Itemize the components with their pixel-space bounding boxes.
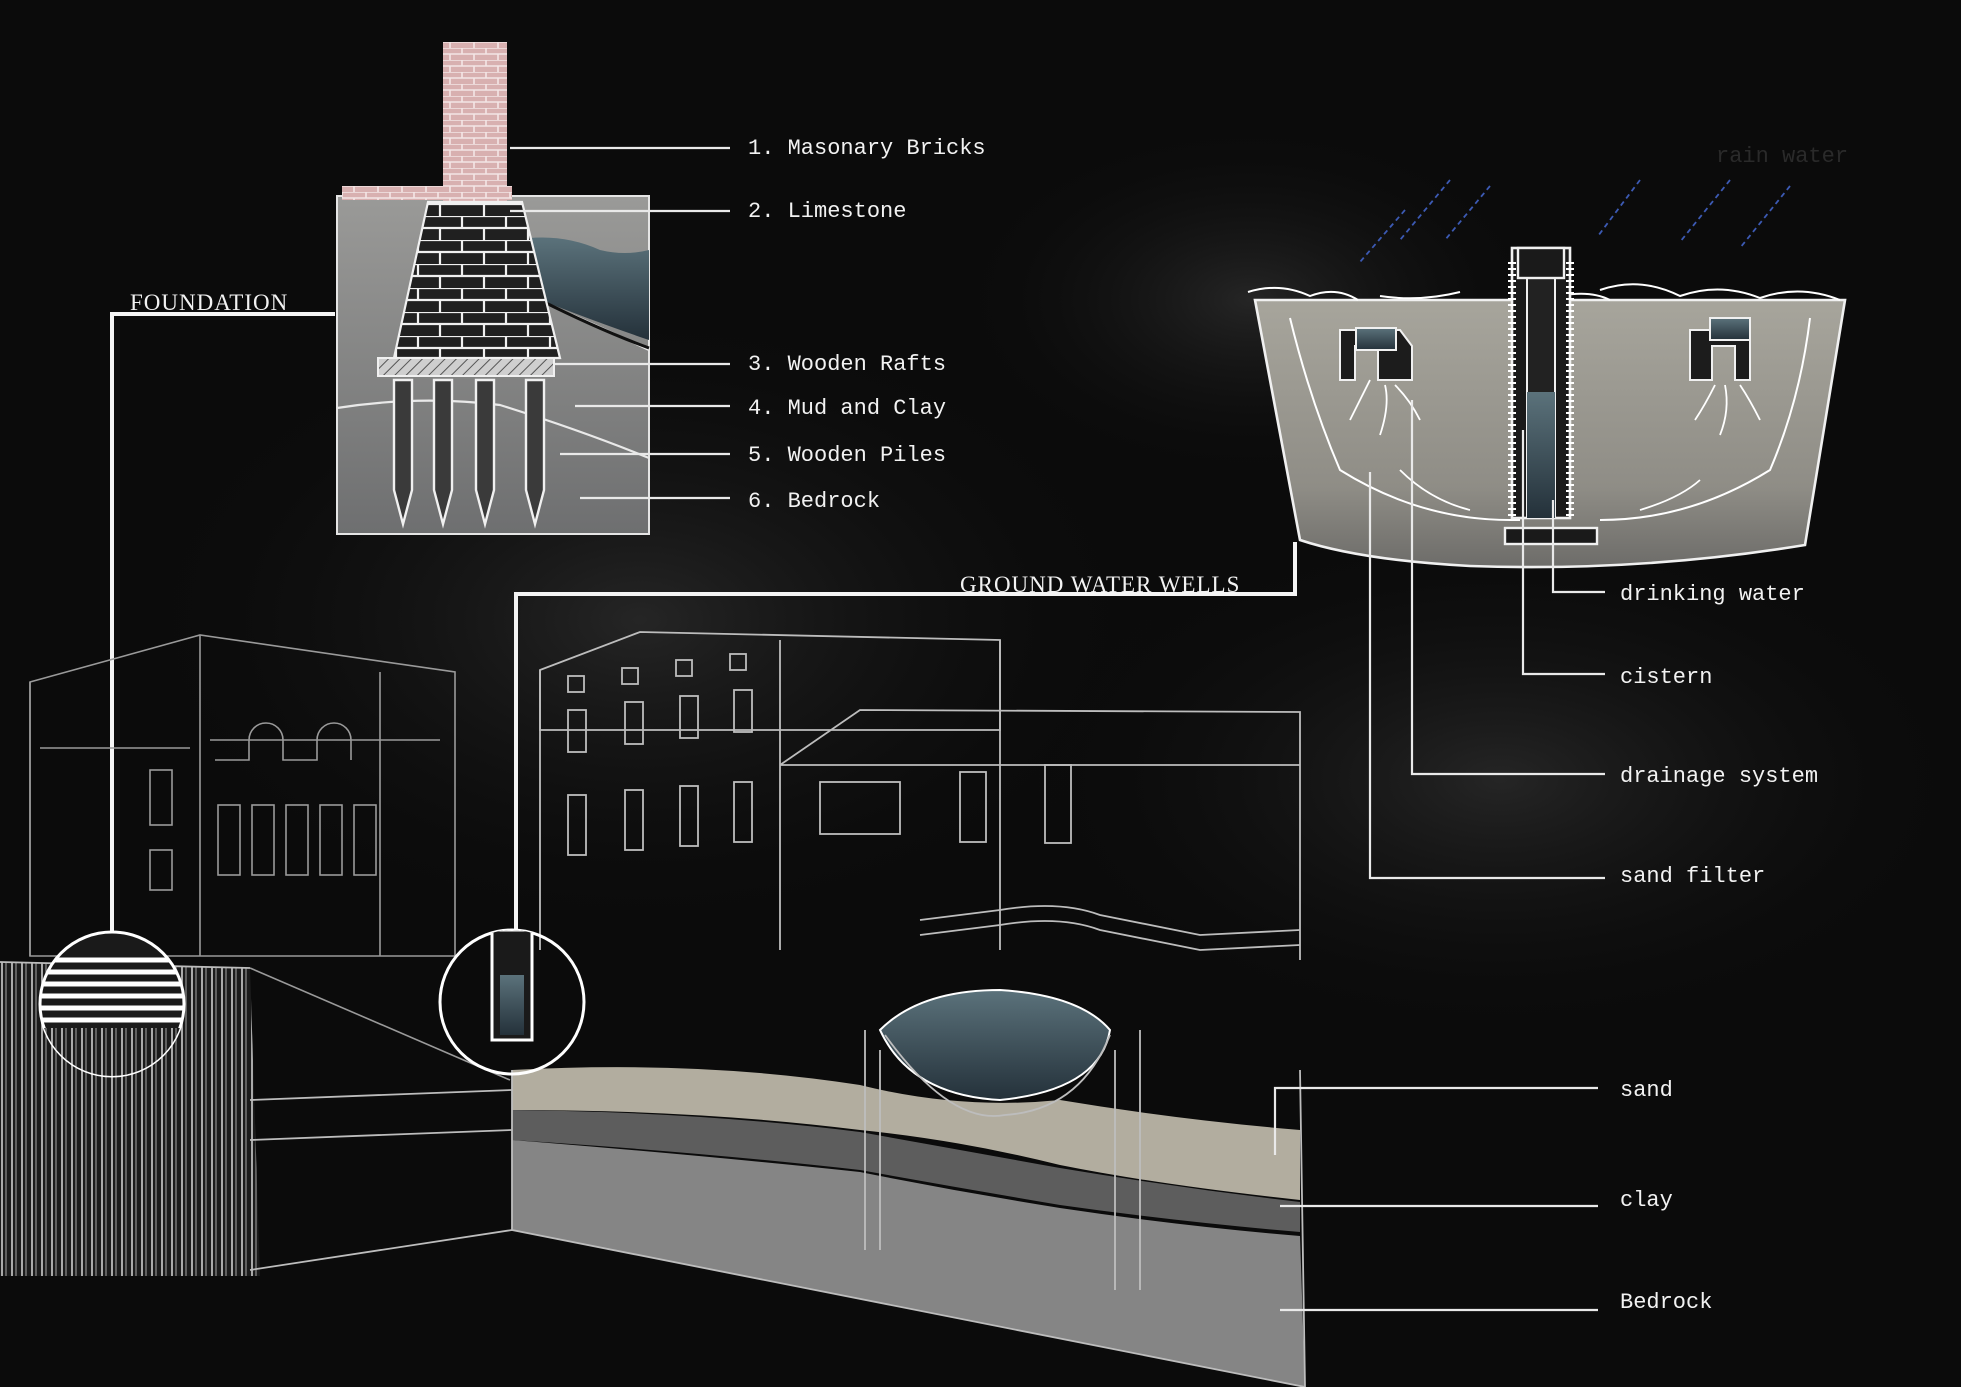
- masonry-bricks: [443, 42, 507, 202]
- well-label-sand-filter: sand filter: [1620, 864, 1765, 889]
- heading-foundation: FOUNDATION: [130, 290, 288, 315]
- background-haze: [1020, 520, 1961, 1040]
- layer-label-wooden-piles: 5. Wooden Piles: [748, 443, 946, 468]
- ground-label-bedrock: Bedrock: [1620, 1290, 1712, 1315]
- layer-label-mud-and-clay: 4. Mud and Clay: [748, 396, 946, 421]
- well-label-drainage-system: drainage system: [1620, 764, 1818, 789]
- layer-label-masonry-bricks: 1. Masonary Bricks: [748, 136, 986, 161]
- heading-rain-water: rain water: [1716, 144, 1848, 169]
- ground-label-sand: sand: [1620, 1078, 1673, 1103]
- wooden-raft: [378, 358, 554, 376]
- layer-label-wooden-rafts: 3. Wooden Rafts: [748, 352, 946, 377]
- layer-label-bedrock: 6. Bedrock: [748, 489, 880, 514]
- layer-label-limestone: 2. Limestone: [748, 199, 906, 224]
- well-label-drinking-water: drinking water: [1620, 582, 1805, 607]
- well-label-cistern: cistern: [1620, 665, 1712, 690]
- ground-label-clay: clay: [1620, 1188, 1673, 1213]
